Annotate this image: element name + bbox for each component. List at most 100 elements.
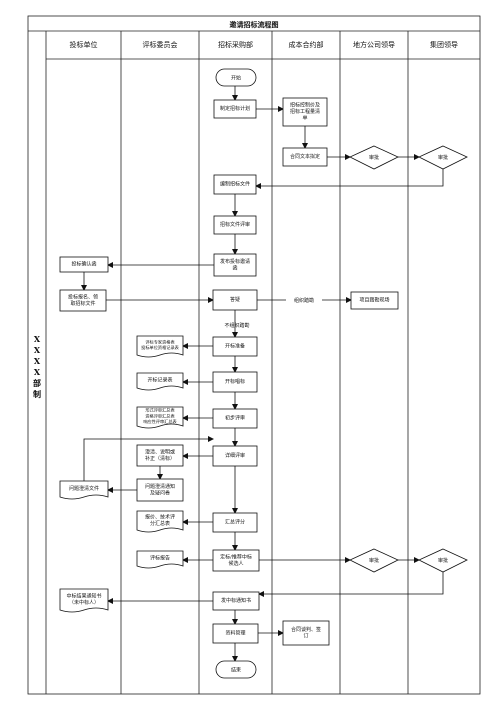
node-label: 函	[232, 264, 237, 271]
node-label: 候选人	[228, 560, 243, 567]
process-node: 合同文本拟定	[282, 147, 328, 167]
process-node: 资料管理	[212, 623, 259, 644]
node-label: 开标记录表	[147, 377, 172, 384]
node-label: 问题澄清通知	[145, 483, 175, 490]
node-label: 订	[303, 632, 308, 639]
edge-label-no-site-visit: 不组织踏勘	[224, 322, 249, 329]
process-node: 开标准备	[212, 336, 258, 357]
decision-node: 审批	[349, 145, 399, 170]
node-box	[213, 215, 257, 235]
side-char: 部	[33, 378, 41, 388]
edge	[258, 572, 444, 597]
node-label: 初步评审	[225, 415, 245, 422]
document-shape	[136, 372, 184, 391]
lane-dividers	[120, 31, 409, 694]
start-node: 开始	[215, 68, 257, 87]
node-label: 招标工程量清	[290, 108, 320, 115]
side-char: X	[34, 356, 41, 366]
node-box	[350, 291, 399, 310]
node-box	[213, 174, 257, 195]
svg-text:审批: 审批	[438, 154, 448, 161]
node-label: 投标确认函	[71, 261, 96, 268]
document-node: 开标记录表	[136, 372, 184, 391]
svg-text:审批: 审批	[369, 154, 379, 161]
node-label: 单	[302, 114, 307, 121]
node-label: 报价、技术评	[145, 513, 175, 520]
node-label: 开标准备	[225, 343, 245, 350]
document-node: 中标结果通知书（未中标人）	[59, 588, 109, 613]
node-label: 合同谈判、签	[291, 626, 321, 633]
node-box	[282, 147, 328, 167]
connectors	[81, 86, 444, 662]
node-label: 详细评审	[225, 452, 245, 459]
edge-label-site-visit: 组织踏勘	[294, 297, 314, 304]
node-box	[213, 253, 257, 277]
outer-frame	[27, 15, 481, 695]
document-shape	[59, 480, 109, 500]
process-node: 开标唱标	[212, 371, 258, 393]
side-char: X	[34, 334, 41, 344]
document-shape	[136, 335, 184, 358]
node-label: 项目踏勘现场	[359, 297, 389, 304]
node-label: 补正（清标）	[145, 455, 175, 462]
document-shape	[136, 406, 184, 429]
process-node: 招标文件评审	[213, 215, 257, 235]
node-label: 及疑问卷	[150, 489, 170, 496]
svg-text:审批: 审批	[438, 557, 448, 564]
node-box	[212, 336, 258, 357]
node-label: 定标/推荐中标	[220, 553, 252, 560]
node-label: 澄清、说明或	[145, 448, 175, 455]
node-box	[212, 512, 258, 533]
node-label: 取招标文件	[70, 300, 95, 307]
node-box	[212, 408, 258, 429]
node-label: （未中标人）	[69, 599, 99, 606]
node-label: 招标控制价及	[290, 102, 320, 109]
node-label: 资料管理	[225, 630, 245, 637]
process-node: 答疑	[212, 289, 258, 311]
node-label: 发布投标邀请	[220, 258, 250, 265]
node-box	[212, 289, 258, 311]
node-label: 资格评审汇总表	[145, 412, 175, 419]
node-label: 形式评审汇总表	[145, 407, 175, 414]
node-box	[282, 97, 328, 127]
node-label: 答疑	[230, 296, 240, 303]
process-node: 编制招标文件	[213, 174, 257, 195]
node-label: 制定招标计划	[220, 105, 250, 112]
document-node: 评标报告	[136, 550, 184, 569]
process-node: 合同谈判、签订	[282, 620, 330, 646]
node-label: 评标专家资格表	[145, 338, 175, 345]
node-box	[212, 623, 259, 644]
document-node: 问题澄清文件	[59, 480, 109, 500]
process-node: 发中标通知书	[212, 591, 260, 611]
chart-title: 邀请招标流程图	[230, 20, 279, 29]
node-label: 编制招标文件	[220, 181, 250, 188]
process-node: 投标确认函	[59, 256, 109, 273]
node-box	[212, 549, 260, 572]
lane-header-bidder: 投标单位	[70, 40, 98, 49]
document-shape	[136, 510, 184, 533]
node-label: 响应性评审汇总表	[143, 418, 177, 425]
process-node: 详细评审	[212, 445, 258, 467]
side-char: X	[34, 345, 41, 355]
node-label: 评标报告	[150, 555, 170, 562]
process-node: 制定招标计划	[213, 99, 257, 119]
node-label: 投标单位资格记录表	[141, 344, 180, 351]
node-label: 开标唱标	[225, 378, 245, 385]
svg-text:结束: 结束	[231, 667, 241, 674]
process-node: 初步评审	[212, 408, 258, 429]
document-shape	[136, 550, 184, 569]
node-label: 中标结果通知书	[66, 592, 101, 599]
side-char: X	[34, 367, 41, 377]
decision-node: 审批	[349, 548, 399, 573]
edge	[255, 169, 444, 189]
node-box	[212, 445, 258, 467]
lane-header-cost: 成本合约部	[289, 40, 324, 49]
node-label: 招标文件评审	[220, 221, 250, 228]
